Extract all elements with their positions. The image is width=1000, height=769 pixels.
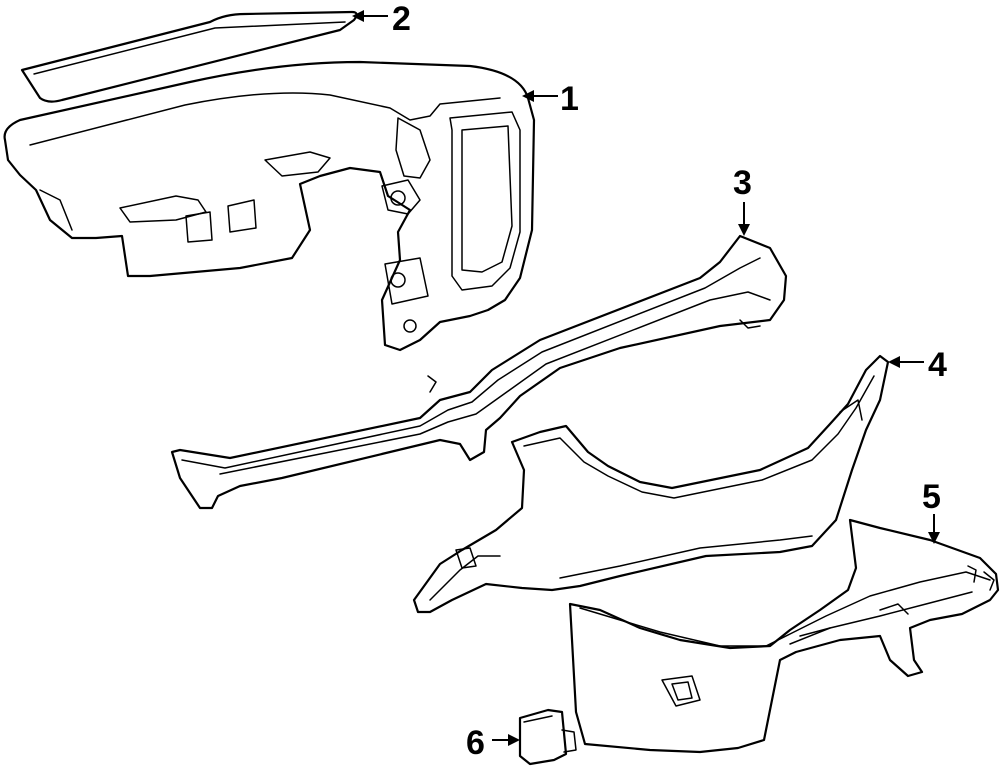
callout-6: 6 <box>466 724 485 762</box>
leader-5 <box>928 514 940 544</box>
leader-4 <box>888 356 924 368</box>
callout-4: 4 <box>928 346 947 384</box>
callout-1: 1 <box>560 80 579 118</box>
callout-3: 3 <box>733 164 752 202</box>
leader-2 <box>352 10 388 22</box>
leader-1 <box>522 90 558 102</box>
leader-3 <box>738 202 750 236</box>
leader-6 <box>492 734 520 746</box>
callout-5: 5 <box>922 478 941 516</box>
part-4-center-trim[interactable] <box>412 354 890 614</box>
callout-2: 2 <box>392 0 411 38</box>
part-5-side-panel[interactable] <box>568 518 1000 754</box>
part-1-console-upper[interactable] <box>3 60 536 352</box>
part-6-cap[interactable] <box>518 708 577 766</box>
part-3-trim-panel[interactable] <box>170 234 788 510</box>
